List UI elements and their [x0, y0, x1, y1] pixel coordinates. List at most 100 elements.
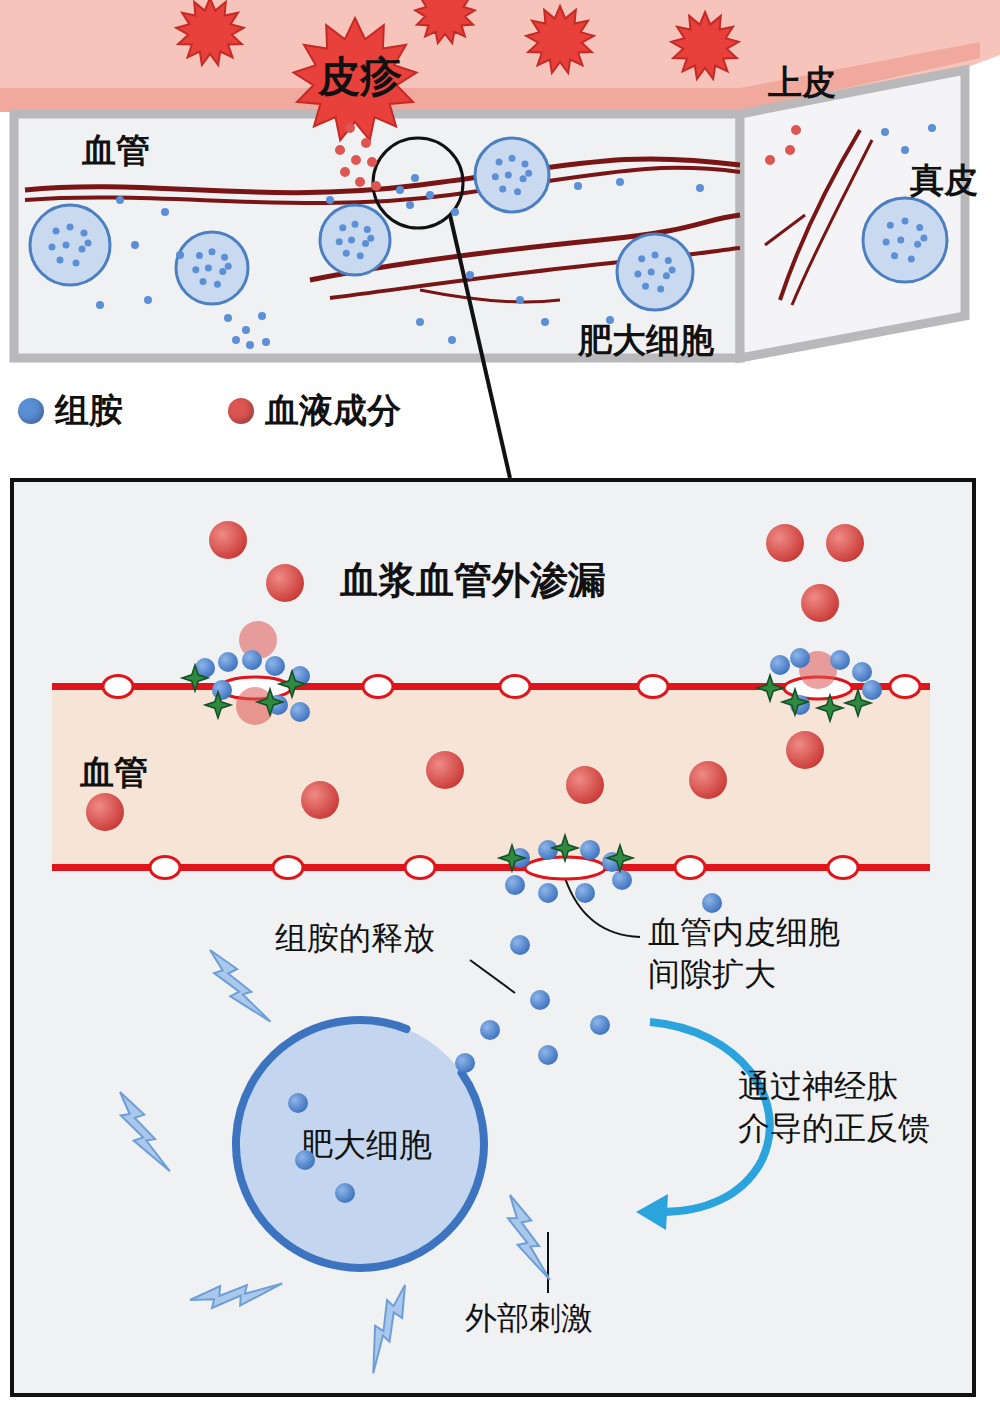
dermis-label: 真皮: [910, 158, 978, 202]
histamine: [290, 702, 310, 722]
histamine: [770, 655, 790, 675]
vessel-line: [330, 248, 740, 298]
histamine-dot: [258, 312, 266, 320]
magnifier-circle: [373, 138, 463, 228]
stimulus-bolt: [485, 1195, 576, 1280]
receptor: [257, 689, 283, 715]
histamine-granule: [883, 239, 890, 246]
endothelial-cell: [828, 857, 858, 879]
histamine-dot: [901, 146, 909, 154]
histamine-granule: [367, 235, 374, 242]
release-label: 组胺的释放: [275, 918, 435, 960]
histamine-granule: [214, 281, 221, 288]
histamine-granule: [514, 188, 521, 195]
magnifier-line: [450, 215, 510, 478]
blood-component: [86, 793, 124, 831]
widened-gap: [525, 857, 605, 879]
blood-dot: [791, 125, 801, 135]
histamine: [242, 650, 262, 670]
histamine: [505, 875, 525, 895]
histamine-granule: [505, 172, 512, 179]
endothelial-cell: [638, 676, 668, 698]
blood-dot: [340, 167, 350, 177]
histamine-granule: [81, 230, 88, 237]
stimulus-label: 外部刺激: [465, 1298, 593, 1340]
histamine-dot: [242, 326, 250, 334]
histamine-granule: [916, 224, 923, 231]
cell-fill: [236, 1020, 484, 1268]
histamine-dot: [426, 191, 434, 199]
histamine-granule: [362, 240, 369, 247]
histamine-granule: [336, 238, 343, 245]
rash-mark: [176, 0, 244, 65]
legend-swatch: [18, 398, 44, 424]
histamine: [455, 1053, 475, 1073]
histamine-granule: [657, 286, 664, 293]
endothelial-cell: [500, 676, 530, 698]
histamine: [510, 935, 530, 955]
histamine-dot: [606, 316, 614, 324]
stimulus-bolt: [190, 1245, 282, 1339]
blood-component: [826, 524, 864, 562]
legend-text: 组胺: [55, 388, 123, 432]
blood-dot: [371, 181, 381, 191]
vessel-line: [792, 140, 872, 305]
histamine-dot: [144, 296, 152, 304]
histamine: [602, 852, 622, 872]
feedback-arrowhead: [636, 1194, 668, 1230]
blood-component: [266, 564, 304, 602]
legend-swatch: [228, 398, 254, 424]
histamine-dot: [881, 128, 889, 136]
histamine-granule: [205, 265, 212, 272]
stimulus-bolt: [101, 1092, 188, 1171]
histamine: [265, 656, 285, 676]
vessel-line: [765, 215, 805, 245]
histamine-dot: [396, 186, 404, 194]
blood-component: [766, 524, 804, 562]
endothelial-cell: [405, 857, 435, 879]
histamine: [790, 695, 810, 715]
blood-component: [689, 761, 727, 799]
histamine: [538, 840, 558, 860]
blood-dot: [345, 123, 355, 133]
histamine-dot: [616, 178, 624, 186]
feedback-label: 通过神经肽 介导的正反馈: [738, 1066, 948, 1149]
histamine-granule: [67, 224, 74, 231]
histamine-granule: [887, 222, 894, 229]
endothelial-cell: [103, 676, 133, 698]
histamine-granule: [79, 246, 86, 253]
histamine-dot: [411, 174, 419, 182]
histamine-granule: [63, 242, 70, 249]
histamine: [212, 680, 232, 700]
endothelial-cell: [150, 857, 180, 879]
endothelial-cell: [890, 676, 920, 698]
histamine-granule: [525, 170, 532, 177]
rash-mark: [671, 12, 739, 79]
histamine-granule: [85, 240, 92, 247]
mast-cell: [863, 198, 947, 282]
histamine-granule: [209, 248, 216, 255]
blood-dot: [367, 157, 377, 167]
histamine-dot: [466, 271, 474, 279]
vessel-line: [25, 159, 740, 193]
receptor: [757, 675, 783, 701]
histamine-dot: [131, 241, 139, 249]
leaking-blood-component: [239, 621, 277, 659]
epidermis-label: 上皮: [768, 60, 836, 104]
blood-component: [786, 731, 824, 769]
histamine-granule: [665, 257, 672, 264]
histamine: [335, 1183, 355, 1203]
histamine-dot: [326, 196, 334, 204]
histamine: [580, 840, 600, 860]
blood-component: [566, 766, 604, 804]
histamine-granule: [221, 254, 228, 261]
leaking-blood-component: [236, 687, 274, 725]
histamine-dot: [176, 251, 184, 259]
histamine-dot: [451, 208, 459, 216]
leader-line: [470, 960, 515, 993]
receptor: [499, 845, 525, 871]
histamine-dot: [96, 301, 104, 309]
blood-component: [209, 521, 247, 559]
rash-mark: [526, 6, 594, 73]
histamine-granule: [902, 218, 909, 225]
